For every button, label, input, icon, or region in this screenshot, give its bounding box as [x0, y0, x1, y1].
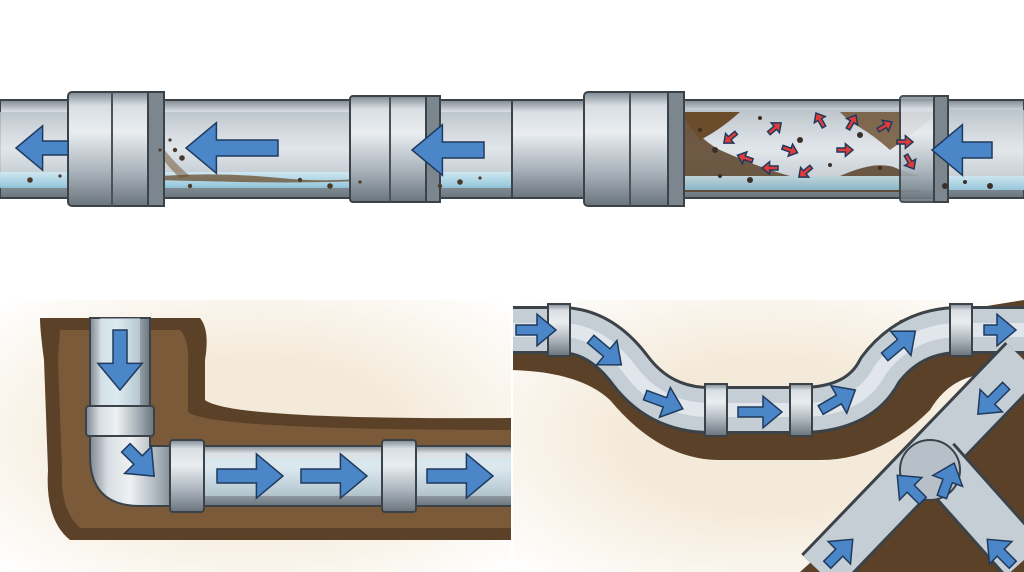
debris-arrow-icon — [902, 153, 917, 170]
flow-arrow-icon — [426, 452, 495, 500]
flow-arrow-icon — [586, 334, 623, 366]
debris-particle — [327, 183, 333, 189]
debris-particle — [168, 138, 172, 142]
flow-arrow-icon — [14, 124, 69, 172]
debris-particle — [358, 180, 362, 184]
flow-arrow-icon — [410, 123, 485, 177]
clog-mass — [680, 112, 920, 192]
debris-arrow-icon — [760, 160, 779, 176]
pipe-coupling — [169, 439, 205, 513]
debris-arrow-icon — [780, 142, 799, 158]
clog-mass — [680, 112, 740, 140]
debris-particle — [942, 183, 948, 189]
debris-arrow-icon — [836, 142, 855, 158]
debris-particle — [158, 148, 162, 152]
debris-particle — [747, 177, 753, 183]
flow-arrow-icon — [983, 312, 1018, 348]
debris-particle — [27, 177, 33, 183]
flow-arrow-icon — [96, 329, 144, 392]
debris-particle — [758, 116, 762, 120]
debris-particle — [712, 147, 718, 153]
panel-bottom-left — [0, 300, 513, 572]
flow-arrow-icon — [737, 394, 784, 430]
debris-arrow-icon — [896, 134, 915, 150]
flow-arrow-icon — [184, 121, 279, 175]
flow-arrow-icon — [817, 384, 857, 416]
debris-particle — [187, 183, 193, 189]
debris-particle — [457, 179, 463, 185]
flow-arrow-icon — [642, 385, 684, 419]
debris-particle — [297, 177, 303, 183]
debris-particle — [58, 174, 62, 178]
flow-arrow-icon — [931, 461, 964, 500]
debris-arrow-icon — [736, 150, 755, 166]
debris-particle — [698, 128, 702, 132]
flow-arrow-icon — [880, 330, 917, 362]
flow-arrow-icon — [515, 312, 558, 348]
elbow-coupling — [85, 405, 155, 437]
panel-bottom-right — [512, 300, 1024, 572]
debris-particle — [963, 180, 967, 184]
debris-particle — [797, 137, 803, 143]
flow-arrow-icon — [216, 452, 285, 500]
water-layer — [680, 176, 1024, 190]
flow-arrow-icon — [986, 538, 1018, 570]
flow-arrow-icon — [300, 452, 369, 500]
debris-arrow-icon — [844, 114, 859, 131]
debris-particle — [878, 166, 882, 170]
panel-top-right — [511, 91, 1024, 207]
panel-top-left — [0, 91, 513, 207]
pipe-coupling — [789, 383, 813, 437]
coupling-rim — [147, 91, 165, 207]
flow-arrow-icon — [120, 442, 155, 477]
debris-arrow-icon — [766, 122, 783, 136]
flow-arrow-icon — [930, 123, 993, 177]
debris-particle — [478, 176, 482, 180]
debris-particle — [857, 132, 863, 138]
debris-arrow-icon — [813, 112, 828, 129]
coupling-rim — [667, 91, 685, 207]
pipe-coupling — [704, 383, 728, 437]
debris-arrow-icon — [722, 130, 739, 144]
debris-particle — [179, 155, 185, 161]
debris-particle — [987, 183, 993, 189]
debris-particle — [718, 174, 722, 178]
flow-arrow-icon — [822, 538, 854, 570]
debris-particle — [172, 147, 178, 153]
debris-particle — [828, 163, 832, 167]
pipe-coupling — [949, 303, 973, 357]
debris-arrow-icon — [876, 119, 893, 134]
debris-arrow-icon — [797, 164, 814, 178]
flow-arrow-icon — [896, 474, 928, 506]
debris-particle — [437, 183, 443, 189]
pipe-coupling — [381, 439, 417, 513]
flow-arrow-icon — [977, 381, 1011, 415]
